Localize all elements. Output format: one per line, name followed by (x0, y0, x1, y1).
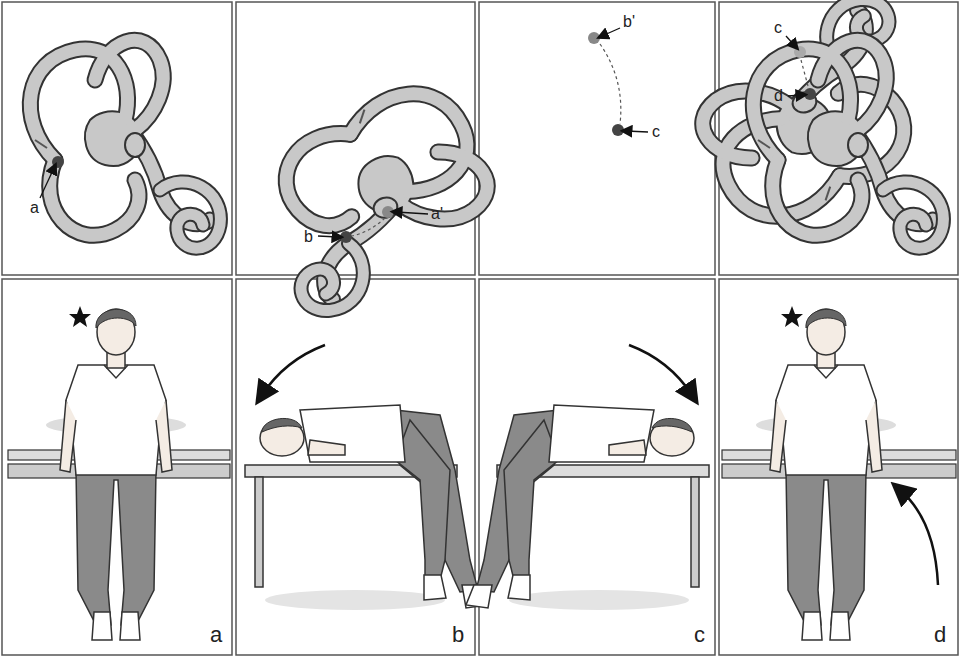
callout-letter: c (652, 124, 660, 140)
panel-letter: c (694, 624, 705, 646)
panel-letter: d (934, 624, 946, 646)
callout-letter: c (774, 20, 782, 36)
panel-letter: a (210, 624, 222, 646)
callout-letter: a' (431, 206, 443, 222)
callout-letter: b (304, 229, 313, 245)
callout-letter: b' (623, 14, 635, 30)
panel-letter: b (452, 624, 464, 646)
callout-letter: d (774, 88, 783, 104)
callout-letter: a (30, 200, 39, 216)
